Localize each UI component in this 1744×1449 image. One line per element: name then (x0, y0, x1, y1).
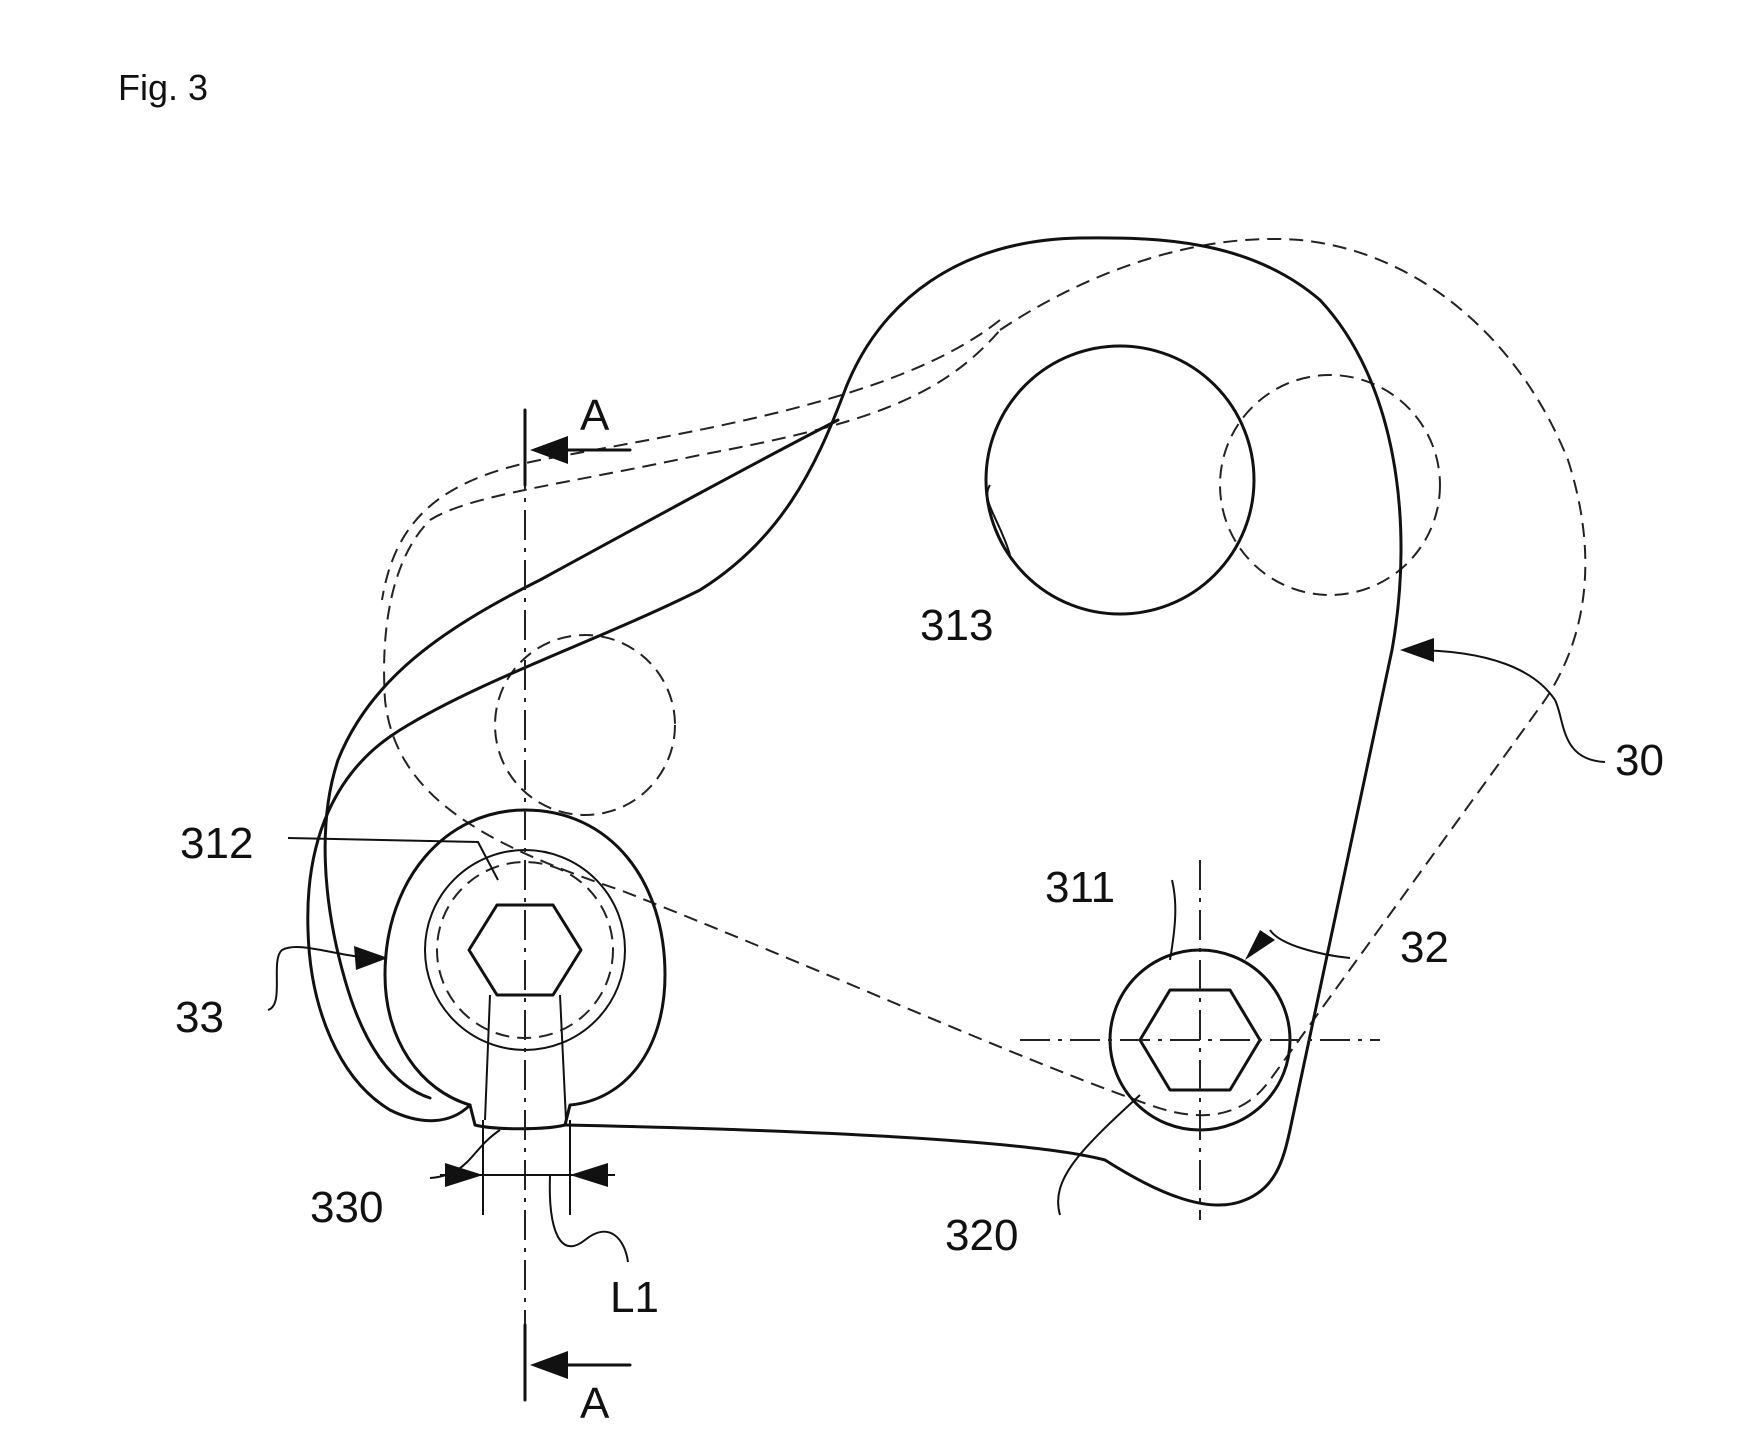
alternate-position-outline (381, 237, 1587, 1117)
bracket-body (306, 236, 1403, 1207)
label-33: 33 (175, 993, 224, 1042)
section-label-bottom: A (580, 1379, 610, 1428)
label-32: 32 (1400, 923, 1449, 972)
label-30: 30 (1615, 736, 1664, 785)
alternate-bore-circle (1219, 374, 1441, 596)
section-arrow-bottom: A (523, 1323, 632, 1428)
label-311: 311 (1045, 863, 1115, 912)
section-label-top: A (580, 391, 610, 440)
label-312: 312 (180, 819, 253, 868)
bore-313 (984, 344, 1256, 616)
label-l1: L1 (610, 1273, 659, 1322)
leader-lines (267, 484, 1606, 1216)
label-320: 320 (945, 1211, 1018, 1260)
dimension-l1 (440, 1120, 629, 1263)
label-313: 313 (920, 601, 993, 650)
hex-nut-left (467, 903, 583, 997)
label-330: 330 (310, 1183, 383, 1232)
alternate-small-circle (494, 634, 676, 816)
figure-title: Fig. 3 (118, 67, 208, 108)
section-arrow-top: A (523, 391, 632, 487)
